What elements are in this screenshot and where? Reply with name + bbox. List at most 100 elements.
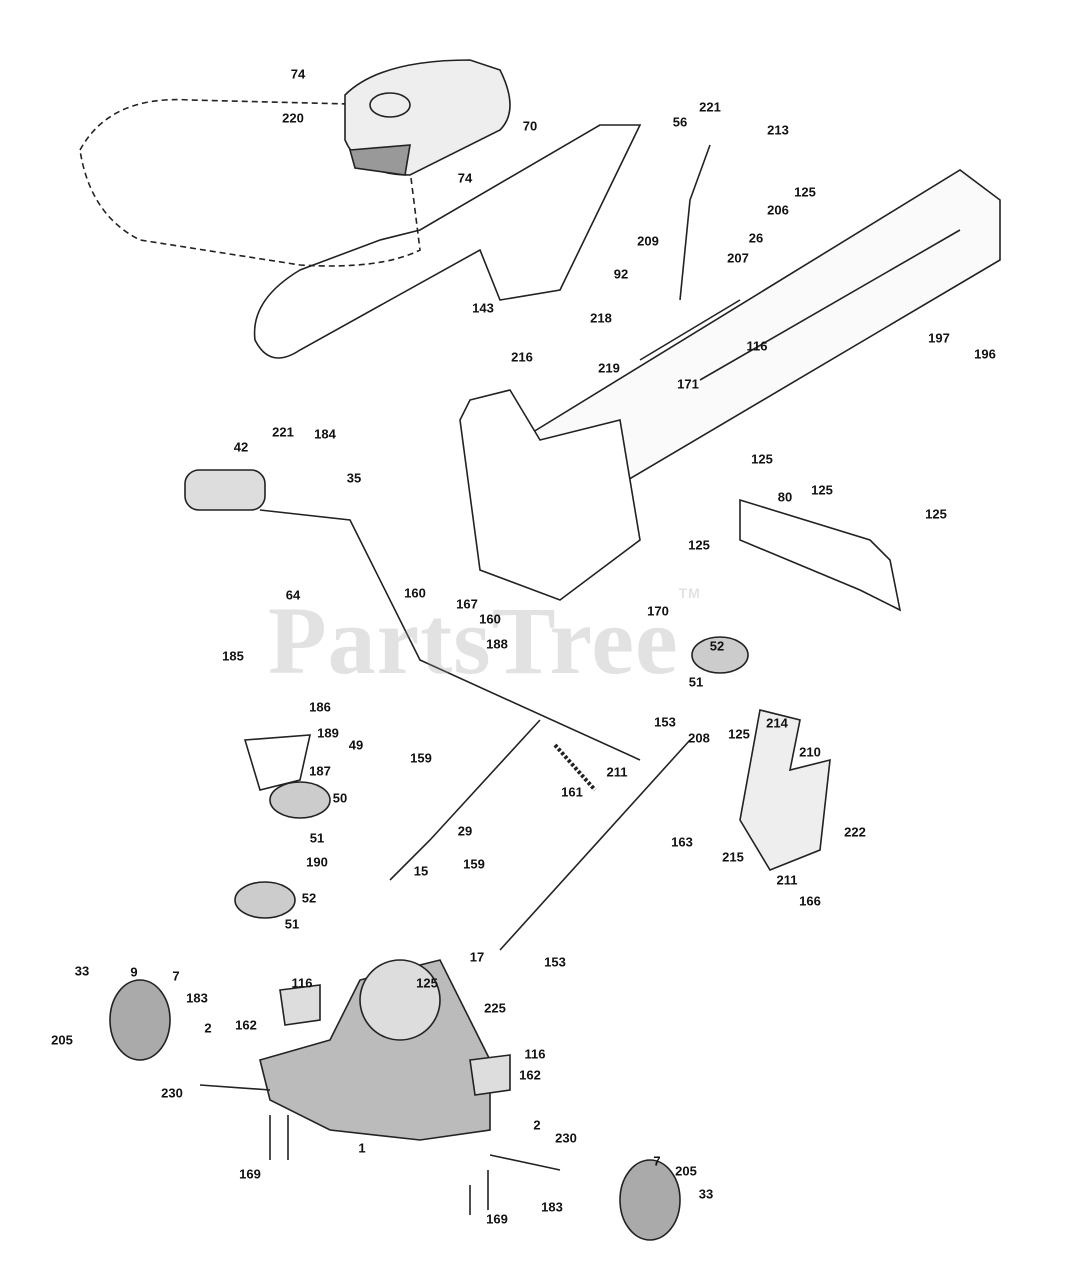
drive-belt xyxy=(253,124,642,359)
part-callout[interactable]: 211 xyxy=(606,764,628,780)
part-callout[interactable]: 205 xyxy=(675,1163,697,1179)
part-callout[interactable]: 116 xyxy=(291,975,313,991)
part-callout[interactable]: 35 xyxy=(346,470,362,486)
seat-outline xyxy=(79,98,421,267)
part-callout[interactable]: 170 xyxy=(647,603,669,619)
part-callout[interactable]: 143 xyxy=(472,300,494,316)
part-callout[interactable]: 188 xyxy=(486,636,508,652)
pulley-52-upper xyxy=(691,636,749,674)
part-callout[interactable]: 51 xyxy=(309,830,325,846)
part-callout[interactable]: 33 xyxy=(74,963,90,979)
part-callout[interactable]: 221 xyxy=(699,99,721,115)
part-callout[interactable]: 160 xyxy=(479,611,501,627)
part-callout[interactable]: 190 xyxy=(306,854,328,870)
watermark-tm: TM xyxy=(678,585,701,601)
part-callout[interactable]: 125 xyxy=(751,451,773,467)
part-callout[interactable]: 29 xyxy=(457,823,473,839)
part-callout[interactable]: 220 xyxy=(282,110,304,126)
part-callout[interactable]: 183 xyxy=(186,990,208,1006)
part-callout[interactable]: 51 xyxy=(284,916,300,932)
part-callout[interactable]: 2 xyxy=(533,1117,541,1133)
part-callout[interactable]: 216 xyxy=(511,349,533,365)
part-callout[interactable]: 222 xyxy=(844,824,866,840)
part-callout[interactable]: 210 xyxy=(799,744,821,760)
part-callout[interactable]: 2 xyxy=(204,1020,212,1036)
part-callout[interactable]: 209 xyxy=(637,233,659,249)
part-callout[interactable]: 56 xyxy=(672,114,688,130)
part-callout[interactable]: 50 xyxy=(332,790,348,806)
part-callout[interactable]: 215 xyxy=(722,849,744,865)
part-callout[interactable]: 33 xyxy=(698,1186,714,1202)
part-callout[interactable]: 211 xyxy=(776,872,798,888)
part-callout[interactable]: 185 xyxy=(222,648,244,664)
rear-bracket xyxy=(739,498,902,612)
part-callout[interactable]: 207 xyxy=(727,250,749,266)
part-callout[interactable]: 125 xyxy=(794,184,816,200)
part-callout[interactable]: 80 xyxy=(777,489,793,505)
part-callout[interactable]: 197 xyxy=(928,330,950,346)
part-callout[interactable]: 167 xyxy=(456,596,478,612)
part-callout[interactable]: 183 xyxy=(541,1199,563,1215)
part-callout[interactable]: 92 xyxy=(613,266,629,282)
part-callout[interactable]: 125 xyxy=(416,975,438,991)
part-callout[interactable]: 125 xyxy=(728,726,750,742)
part-callout[interactable]: 162 xyxy=(519,1067,541,1083)
part-callout[interactable]: 218 xyxy=(590,310,612,326)
part-callout[interactable]: 166 xyxy=(799,893,821,909)
part-callout[interactable]: 74 xyxy=(290,66,306,82)
part-callout[interactable]: 171 xyxy=(677,376,699,392)
drive-rod-29 xyxy=(389,719,541,881)
part-callout[interactable]: 125 xyxy=(925,506,947,522)
part-callout[interactable]: 51 xyxy=(688,674,704,690)
part-callout[interactable]: 189 xyxy=(317,725,339,741)
part-callout[interactable]: 125 xyxy=(688,537,710,553)
part-callout[interactable]: 159 xyxy=(463,856,485,872)
part-callout[interactable]: 52 xyxy=(709,638,725,654)
part-callout[interactable]: 153 xyxy=(654,714,676,730)
part-callout[interactable]: 64 xyxy=(285,587,301,603)
part-callout[interactable]: 214 xyxy=(766,715,788,731)
part-callout[interactable]: 17 xyxy=(469,949,485,965)
part-callout[interactable]: 225 xyxy=(484,1000,506,1016)
part-callout[interactable]: 74 xyxy=(457,170,473,186)
part-callout[interactable]: 160 xyxy=(404,585,426,601)
part-callout[interactable]: 213 xyxy=(767,122,789,138)
part-callout[interactable]: 7 xyxy=(653,1153,661,1169)
pulley-50 xyxy=(269,781,331,819)
part-callout[interactable]: 153 xyxy=(544,954,566,970)
part-callout[interactable]: 221 xyxy=(272,424,294,440)
part-callout[interactable]: 169 xyxy=(239,1166,261,1182)
part-callout[interactable]: 196 xyxy=(974,346,996,362)
part-callout[interactable]: 169 xyxy=(486,1211,508,1227)
hood-grille xyxy=(348,144,411,176)
part-callout[interactable]: 9 xyxy=(130,964,138,980)
part-callout[interactable]: 208 xyxy=(688,730,710,746)
part-callout[interactable]: 70 xyxy=(522,118,538,134)
part-callout[interactable]: 1 xyxy=(358,1140,366,1156)
part-callout[interactable]: 7 xyxy=(172,968,180,984)
part-callout[interactable]: 163 xyxy=(671,834,693,850)
part-callout[interactable]: 205 xyxy=(51,1032,73,1048)
part-callout[interactable]: 184 xyxy=(314,426,336,442)
part-callout[interactable]: 116 xyxy=(524,1046,546,1062)
part-callout[interactable]: 49 xyxy=(348,737,364,753)
part-callout[interactable]: 206 xyxy=(767,202,789,218)
part-callout[interactable]: 230 xyxy=(555,1130,577,1146)
part-callout[interactable]: 161 xyxy=(561,784,583,800)
hood-opening xyxy=(369,92,411,118)
spring-161 xyxy=(553,743,597,792)
part-callout[interactable]: 116 xyxy=(746,338,768,354)
part-callout[interactable]: 159 xyxy=(410,750,432,766)
part-callout[interactable]: 26 xyxy=(748,230,764,246)
rod-163 xyxy=(499,739,691,951)
part-callout[interactable]: 52 xyxy=(301,890,317,906)
part-callout[interactable]: 42 xyxy=(233,439,249,455)
watermark: PartsTreeTM xyxy=(268,585,701,696)
part-callout[interactable]: 187 xyxy=(309,763,331,779)
part-callout[interactable]: 162 xyxy=(235,1017,257,1033)
part-callout[interactable]: 219 xyxy=(598,360,620,376)
part-callout[interactable]: 125 xyxy=(811,482,833,498)
part-callout[interactable]: 15 xyxy=(413,863,429,879)
part-callout[interactable]: 186 xyxy=(309,699,331,715)
part-callout[interactable]: 230 xyxy=(161,1085,183,1101)
